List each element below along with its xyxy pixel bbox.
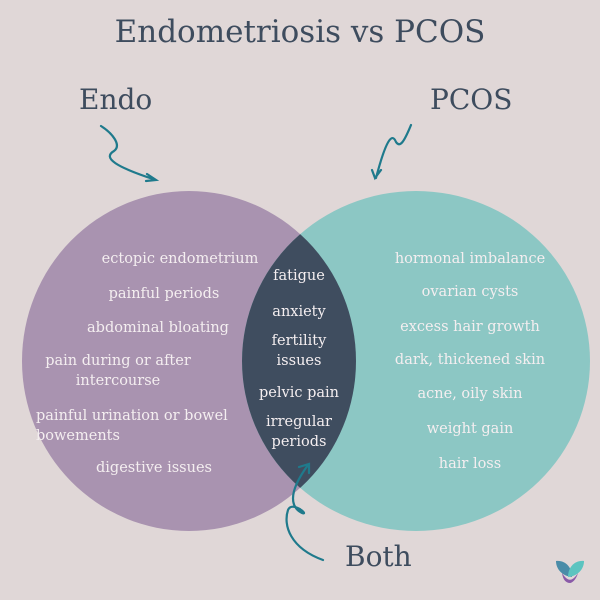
pcos-item: hair loss <box>438 456 502 472</box>
endo-item: painful periods <box>108 286 220 302</box>
both-item: fatigue <box>273 268 325 284</box>
overlap-region <box>242 191 356 531</box>
page-title: Endometriosis vs PCOS <box>114 14 486 50</box>
pcos-item: excess hair growth <box>400 319 540 335</box>
logo-icon <box>556 560 584 583</box>
endo-label: Endo <box>79 83 153 116</box>
endo-item: painful urination or bowel bowements <box>36 408 228 444</box>
both-item: fertility issues <box>271 333 327 369</box>
endo-item: pain during or after intercourse <box>45 353 191 389</box>
endo-item: ectopic endometrium <box>101 251 259 267</box>
pcos-item: hormonal imbalance <box>394 251 546 267</box>
pcos-item: dark, thickened skin <box>394 352 546 368</box>
pcos-item: acne, oily skin <box>417 386 523 402</box>
endo-item: abdominal bloating <box>87 320 229 336</box>
endo-arrow-icon <box>99 124 160 183</box>
both-item: anxiety <box>272 304 326 320</box>
both-label: Both <box>345 540 412 573</box>
both-arrow-icon <box>285 462 325 562</box>
both-item: pelvic pain <box>259 385 339 401</box>
endo-item: digestive issues <box>96 460 212 476</box>
pcos-label: PCOS <box>430 83 513 116</box>
pcos-item: ovarian cysts <box>421 284 519 300</box>
pcos-item: weight gain <box>426 421 514 437</box>
pcos-arrow-icon <box>370 123 413 181</box>
both-item: irregular periods <box>266 414 332 450</box>
